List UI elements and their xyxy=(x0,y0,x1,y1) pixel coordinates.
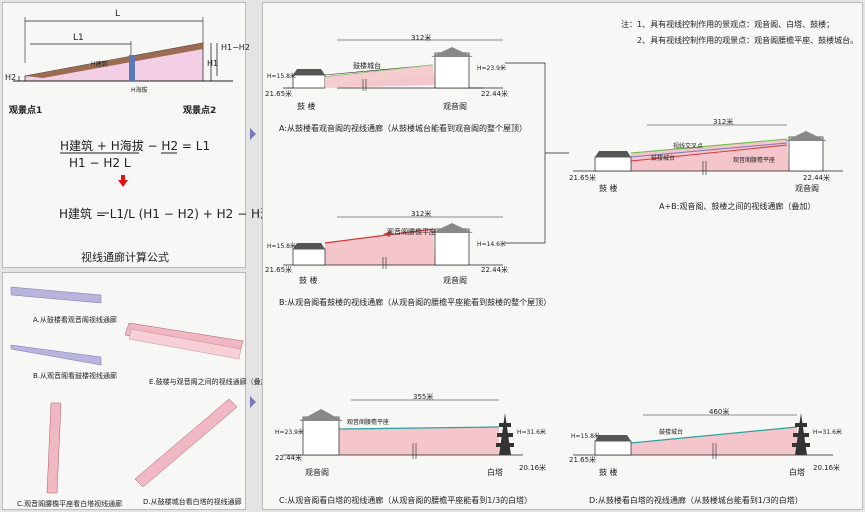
a-left-elev: 21.65米 xyxy=(265,90,293,98)
section-b xyxy=(283,216,503,269)
ab-right-elev: 22.44米 xyxy=(803,174,831,182)
c-left-h: H=23.9米 xyxy=(275,429,304,436)
thumb-caption-c: C.观音阁腰檐平座看白塔视线通廊 xyxy=(17,500,123,508)
section-c xyxy=(283,399,523,459)
d-left-elev: 21.65米 xyxy=(569,456,597,464)
b-sight-label: 观音阁腰檐平座 xyxy=(387,228,436,236)
d-right-name: 白塔 xyxy=(789,468,805,477)
ab-cross-label: 视线交叉点 xyxy=(673,143,704,150)
b-caption: B:从观音阁看鼓楼的视线通廊（从观音阁的腰檐平座能看到鼓楼的整个屋顶） xyxy=(279,298,552,307)
formula-denominator: H1 − H2 L xyxy=(69,156,131,170)
section-d xyxy=(573,413,833,459)
d-distance: 460米 xyxy=(709,408,730,416)
label-L: L xyxy=(115,9,121,19)
ab-label-b: 观音阁腰檐平座 xyxy=(733,157,776,164)
label-h-sea: H海拔 xyxy=(131,87,148,94)
b-right-elev: 22.44米 xyxy=(481,266,509,274)
ab-right-name: 观音阁 xyxy=(795,184,819,193)
d-caption: D:从鼓楼看白塔的视线通廊（从鼓楼城台能看到1/3的白塔） xyxy=(589,496,803,505)
main-panel: 注：1、具有视线控制作用的景观点：观音阁、白塔、鼓楼； 2、具有视线控制作用的观… xyxy=(262,2,863,510)
formula-line-2: H建筑 = L1/L (H1 − H2) + H2 − H海拔 xyxy=(59,207,284,221)
c-right-name: 白塔 xyxy=(487,468,503,477)
b-left-name: 鼓 楼 xyxy=(299,276,318,285)
formula-panel: L L1 H1−H2 H1 H2 H建筑 H海拔 观景点1 观景点2 H建筑 +… xyxy=(2,2,284,268)
section-ab xyxy=(573,124,843,175)
c-right-elev: 20.16米 xyxy=(519,464,547,472)
arrow-icon-top xyxy=(250,128,256,140)
a-distance: 312米 xyxy=(411,34,432,42)
label-L1: L1 xyxy=(73,33,84,43)
ab-left-name: 鼓 楼 xyxy=(599,184,618,193)
ab-left-elev: 21.65米 xyxy=(569,174,597,182)
a-right-name: 观音阁 xyxy=(443,102,467,111)
thumb-caption-e: E.鼓楼与观音阁之间的视线通廊（叠加） xyxy=(149,378,275,386)
note-line-2: 2、具有视线控制作用的观景点：观音阁腰檐平座、鼓楼城台。 xyxy=(637,36,859,45)
c-distance: 355米 xyxy=(413,393,434,401)
d-right-h: H=31.6米 xyxy=(813,429,842,436)
a-right-elev: 22.44米 xyxy=(481,90,509,98)
d-left-h: H=15.8米 xyxy=(571,433,600,440)
a-sight-label: 鼓楼城台 xyxy=(353,62,381,70)
thumbnail-panel: A.从鼓楼看观音阁视线通廊 B.从观音阁看鼓楼视线通廊 E.鼓楼与观音阁之间的视… xyxy=(2,272,275,510)
label-h-built: H建筑 xyxy=(91,61,108,68)
c-left-elev: 22.44米 xyxy=(275,454,303,462)
formula-caption: 视线通廊计算公式 xyxy=(81,251,169,264)
c-sight-label: 观音阁腰檐平座 xyxy=(347,419,390,426)
c-left-name: 观音阁 xyxy=(305,468,329,477)
thumbnail-maps xyxy=(10,286,244,494)
label-h1-h2: H1−H2 xyxy=(221,43,250,52)
ab-distance: 312米 xyxy=(713,118,734,126)
b-left-elev: 21.65米 xyxy=(265,266,293,274)
a-left-name: 鼓 楼 xyxy=(297,102,316,111)
b-distance: 312米 xyxy=(411,210,432,218)
ab-label-a: 鼓楼城台 xyxy=(651,155,676,162)
viewpoint-1-label: 观景点1 xyxy=(9,106,43,116)
note-line-1: 注：1、具有视线控制作用的景观点：观音阁、白塔、鼓楼； xyxy=(621,20,835,29)
arrow-icon-bottom xyxy=(250,396,256,408)
b-right-h: H=14.6米 xyxy=(477,241,506,248)
slope-diagram xyxy=(13,17,233,214)
formula-line-1: H建筑 + H海拔 − H2 = L1 xyxy=(60,139,211,153)
thumb-caption-b: B.从观音阁看鼓楼视线通廊 xyxy=(33,372,118,380)
d-sight-label: 鼓楼城台 xyxy=(659,429,684,436)
label-h1: H1 xyxy=(207,59,219,68)
sections-drawing xyxy=(283,39,843,459)
b-left-h: H=15.8米 xyxy=(267,243,296,250)
label-h2: H2 xyxy=(5,73,17,82)
a-right-h: H=23.9米 xyxy=(477,65,506,72)
section-a xyxy=(283,39,503,91)
d-left-name: 鼓 楼 xyxy=(599,468,618,477)
b-right-name: 观音阁 xyxy=(443,276,467,285)
c-right-h: H=31.6米 xyxy=(517,429,546,436)
thumb-caption-a: A.从鼓楼看观音阁视线通廊 xyxy=(33,316,117,324)
a-caption: A:从鼓楼看观音阁的视线通廊（从鼓楼城台能看到观音阁的整个屋顶） xyxy=(279,124,528,133)
a-left-h: H=15.8米 xyxy=(267,73,296,80)
d-right-elev: 20.16米 xyxy=(813,464,841,472)
c-caption: C:从观音阁看白塔的视线通廊（从观音阁的腰檐平座能看到1/3的白塔） xyxy=(279,496,533,505)
ab-caption: A+B:观音阁、鼓楼之间的视线通廊（叠加） xyxy=(659,202,816,211)
thumb-caption-d: D.从鼓楼城台看白塔的视线通廊 xyxy=(143,498,242,506)
viewpoint-2-label: 观景点2 xyxy=(183,106,217,116)
